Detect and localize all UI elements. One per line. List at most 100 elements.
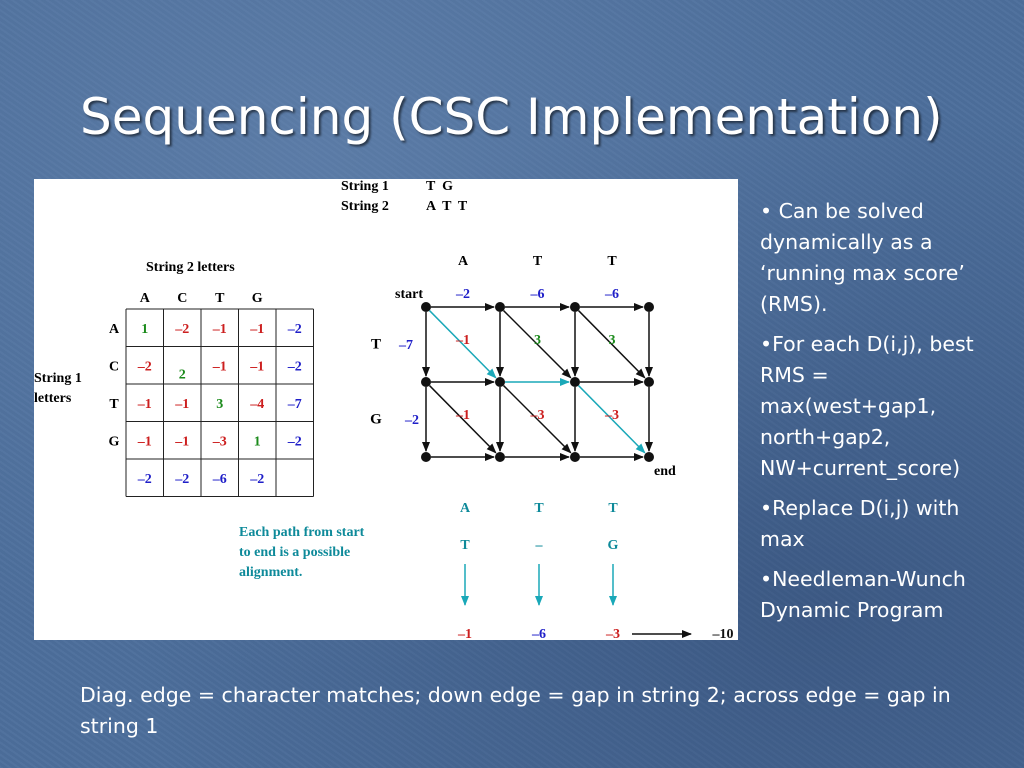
matrix-cell: –1 — [174, 434, 189, 449]
matrix-cell: –2 — [287, 322, 302, 337]
matrix-cell: –2 — [137, 472, 152, 487]
grid-col-letter: A — [458, 254, 469, 269]
alignment-diagram: String 1 T G String 2 A T T String 2 let… — [34, 179, 734, 640]
matrix-row-letter: C — [109, 359, 119, 374]
path-edge-diagonal — [577, 385, 646, 454]
bullet-list: • Can be solved dynamically as a ‘runnin… — [760, 196, 1000, 635]
matrix-cell: –1 — [249, 359, 264, 374]
matrix-row-letter: T — [109, 397, 119, 412]
bullet-item: • Can be solved dynamically as a ‘runnin… — [760, 199, 965, 316]
bullet-item: •For each D(i,j), best RMS = max(west+ga… — [760, 332, 974, 480]
matrix-cell: –4 — [249, 397, 264, 412]
matrix-col-letter: G — [252, 291, 263, 306]
matrix-cell: –1 — [212, 359, 227, 374]
grid-node — [421, 302, 431, 312]
matrix-col-letter: T — [215, 291, 225, 306]
matrix-col-letter: A — [140, 291, 151, 306]
matrix-row-letter: G — [109, 434, 120, 449]
grid-node — [421, 377, 431, 387]
alignment-figure: String 1 T G String 2 A T T String 2 let… — [34, 179, 738, 640]
matrix-cell: –2 — [174, 322, 189, 337]
alignment-top-letter: T — [534, 501, 544, 516]
bullet-item: •Replace D(i,j) with max — [760, 496, 960, 551]
matrix-cell: –2 — [137, 359, 152, 374]
grid-row-letter: T — [371, 337, 381, 353]
grid-node — [570, 302, 580, 312]
diagonal-score: 3 — [534, 333, 541, 348]
alignment-bottom-letter: T — [460, 538, 470, 553]
note-line-3: alignment. — [239, 565, 302, 580]
grid-node — [421, 452, 431, 462]
grid-node — [644, 377, 654, 387]
diagonal-score: –1 — [455, 333, 470, 348]
alignment-top-letter: T — [608, 501, 618, 516]
edge-diagonal — [428, 385, 497, 454]
grid-col-letter: T — [533, 254, 543, 269]
alignment-bottom-letter: – — [535, 538, 544, 553]
alignment-score: –3 — [605, 627, 620, 640]
grid-node — [495, 452, 505, 462]
matrix-col-letter: C — [177, 291, 187, 306]
grid-node — [570, 452, 580, 462]
matrix-cell: –3 — [212, 434, 227, 449]
matrix-row-title-1: String 1 — [34, 371, 82, 386]
matrix-row-title-2: letters — [34, 391, 72, 406]
across-gap-score: –6 — [530, 287, 545, 302]
bullet-item: •Needleman-Wunch Dynamic Program — [760, 567, 966, 622]
path-edge-diagonal — [428, 310, 497, 379]
diagonal-score: –3 — [530, 408, 545, 423]
matrix-cell: –1 — [249, 322, 264, 337]
edge-diagonal — [577, 310, 646, 379]
note-line-1: Each path from start — [239, 525, 365, 540]
alignment-result: A T –1 T – –6 T G –3 –10 — [457, 501, 734, 640]
matrix-row-letter: A — [109, 322, 120, 337]
matrix-cell: 1 — [254, 434, 261, 449]
diagonal-score: –3 — [604, 408, 619, 423]
grid-node — [495, 302, 505, 312]
edge-diagonal — [503, 310, 572, 379]
across-gap-score: –2 — [455, 287, 470, 302]
matrix-cell: –2 — [287, 434, 302, 449]
dp-grid: A T T T G –2 –6 –6 –7 –2 –1 3 3 –1 –3 –3 — [370, 254, 654, 462]
matrix-cell: –1 — [174, 397, 189, 412]
end-label: end — [654, 464, 676, 479]
matrix-col-title: String 2 letters — [146, 260, 235, 275]
grid-node — [495, 377, 505, 387]
alignment-score: –6 — [531, 627, 546, 640]
matrix-cell: 1 — [141, 322, 148, 337]
note-line-2: to end is a possible — [239, 545, 350, 560]
slide-caption: Diag. edge = character matches; down edg… — [80, 683, 951, 738]
matrix-cell: 2 — [179, 367, 186, 382]
edge-diagonal — [503, 385, 572, 454]
string2-value: A T T — [426, 199, 468, 214]
string2-label: String 2 — [341, 199, 389, 214]
matrix-cell: –2 — [287, 359, 302, 374]
string1-value: T G — [426, 179, 453, 194]
alignment-total: –10 — [712, 627, 734, 640]
matrix-cell: –1 — [212, 322, 227, 337]
grid-node — [570, 377, 580, 387]
grid-node — [644, 302, 654, 312]
score-matrix: A C T G A C T G 1 –2 –1 –1 –2 –2 2 –1 –1 –2 –1 –1 3 –4 –7 –1 –1 –… — [109, 291, 314, 497]
down-gap-score: –7 — [398, 338, 413, 353]
alignment-bottom-letter: G — [608, 538, 619, 553]
diagonal-score: 3 — [609, 333, 616, 348]
matrix-cell: –2 — [249, 472, 264, 487]
diagonal-score: –1 — [455, 408, 470, 423]
matrix-cell: –2 — [174, 472, 189, 487]
down-gap-score: –2 — [404, 413, 419, 428]
start-label: start — [395, 287, 423, 302]
grid-row-letter: G — [370, 412, 382, 428]
alignment-score: –1 — [457, 627, 472, 640]
slide-title: Sequencing (CSC Implementation) — [80, 88, 943, 146]
matrix-cell: –1 — [137, 434, 152, 449]
string1-label: String 1 — [341, 179, 389, 194]
alignment-top-letter: A — [460, 501, 471, 516]
matrix-cell: –6 — [212, 472, 227, 487]
matrix-cell: 3 — [216, 397, 223, 412]
matrix-cell: –7 — [287, 397, 302, 412]
matrix-cell: –1 — [137, 397, 152, 412]
grid-col-letter: T — [607, 254, 617, 269]
across-gap-score: –6 — [604, 287, 619, 302]
grid-node — [644, 452, 654, 462]
